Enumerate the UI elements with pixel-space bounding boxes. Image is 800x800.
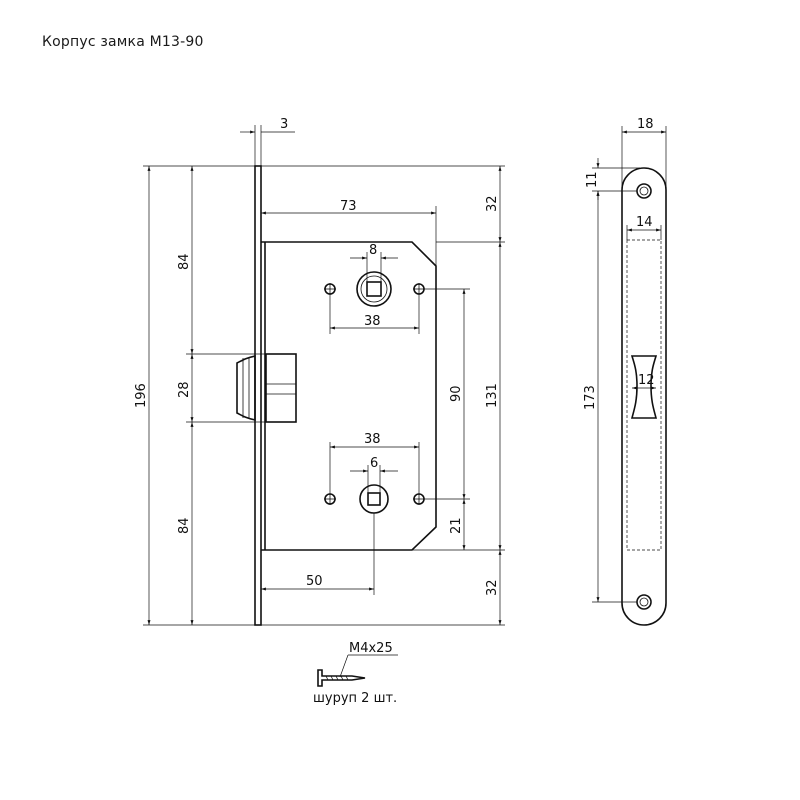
- dim-32-bottom: 32: [485, 579, 500, 596]
- dim-196: 196: [134, 383, 149, 408]
- screw-note: шуруп 2 шт.: [313, 691, 397, 706]
- dim-8: 8: [369, 243, 377, 258]
- dim-18: 18: [637, 117, 654, 132]
- strike-plate-outline: [621, 167, 667, 626]
- dim-3: 3: [280, 117, 288, 132]
- dim-38-bottom: 38: [364, 432, 381, 447]
- dim-14: 14: [636, 215, 653, 230]
- faceplate: [254, 165, 262, 626]
- dim-6: 6: [370, 456, 378, 471]
- lock-body-outline: [261, 241, 437, 551]
- dimension-lines: 3 73 32 131 32 90 21 8: [134, 117, 505, 626]
- drawing-title: Корпус замка М13-90: [42, 34, 204, 50]
- strike-plate-view: [621, 167, 667, 626]
- dim-90: 90: [449, 385, 464, 402]
- dim-50: 50: [306, 574, 323, 589]
- dim-38-top: 38: [364, 314, 381, 329]
- dim-32-top: 32: [485, 195, 500, 212]
- screw-illustration: M4x25 шуруп 2 шт.: [313, 641, 398, 706]
- dim-84-bottom: 84: [177, 517, 192, 534]
- spindle-hub-bottom: [324, 484, 425, 514]
- screw-icon: [317, 669, 366, 687]
- spindle-hub-top: [324, 271, 425, 307]
- strike-dimensions: 18 14 12 11 173: [583, 117, 667, 603]
- dim-131: 131: [485, 383, 500, 408]
- lock-front-view: [236, 165, 437, 626]
- dim-28: 28: [177, 381, 192, 398]
- dim-21: 21: [449, 517, 464, 534]
- latch-bolt: [236, 353, 297, 423]
- dim-11: 11: [585, 171, 600, 188]
- screw-spec: M4x25: [349, 641, 393, 656]
- dim-73: 73: [340, 199, 357, 214]
- dim-12: 12: [638, 373, 655, 388]
- dim-173: 173: [583, 385, 598, 410]
- dim-84-top: 84: [177, 253, 192, 270]
